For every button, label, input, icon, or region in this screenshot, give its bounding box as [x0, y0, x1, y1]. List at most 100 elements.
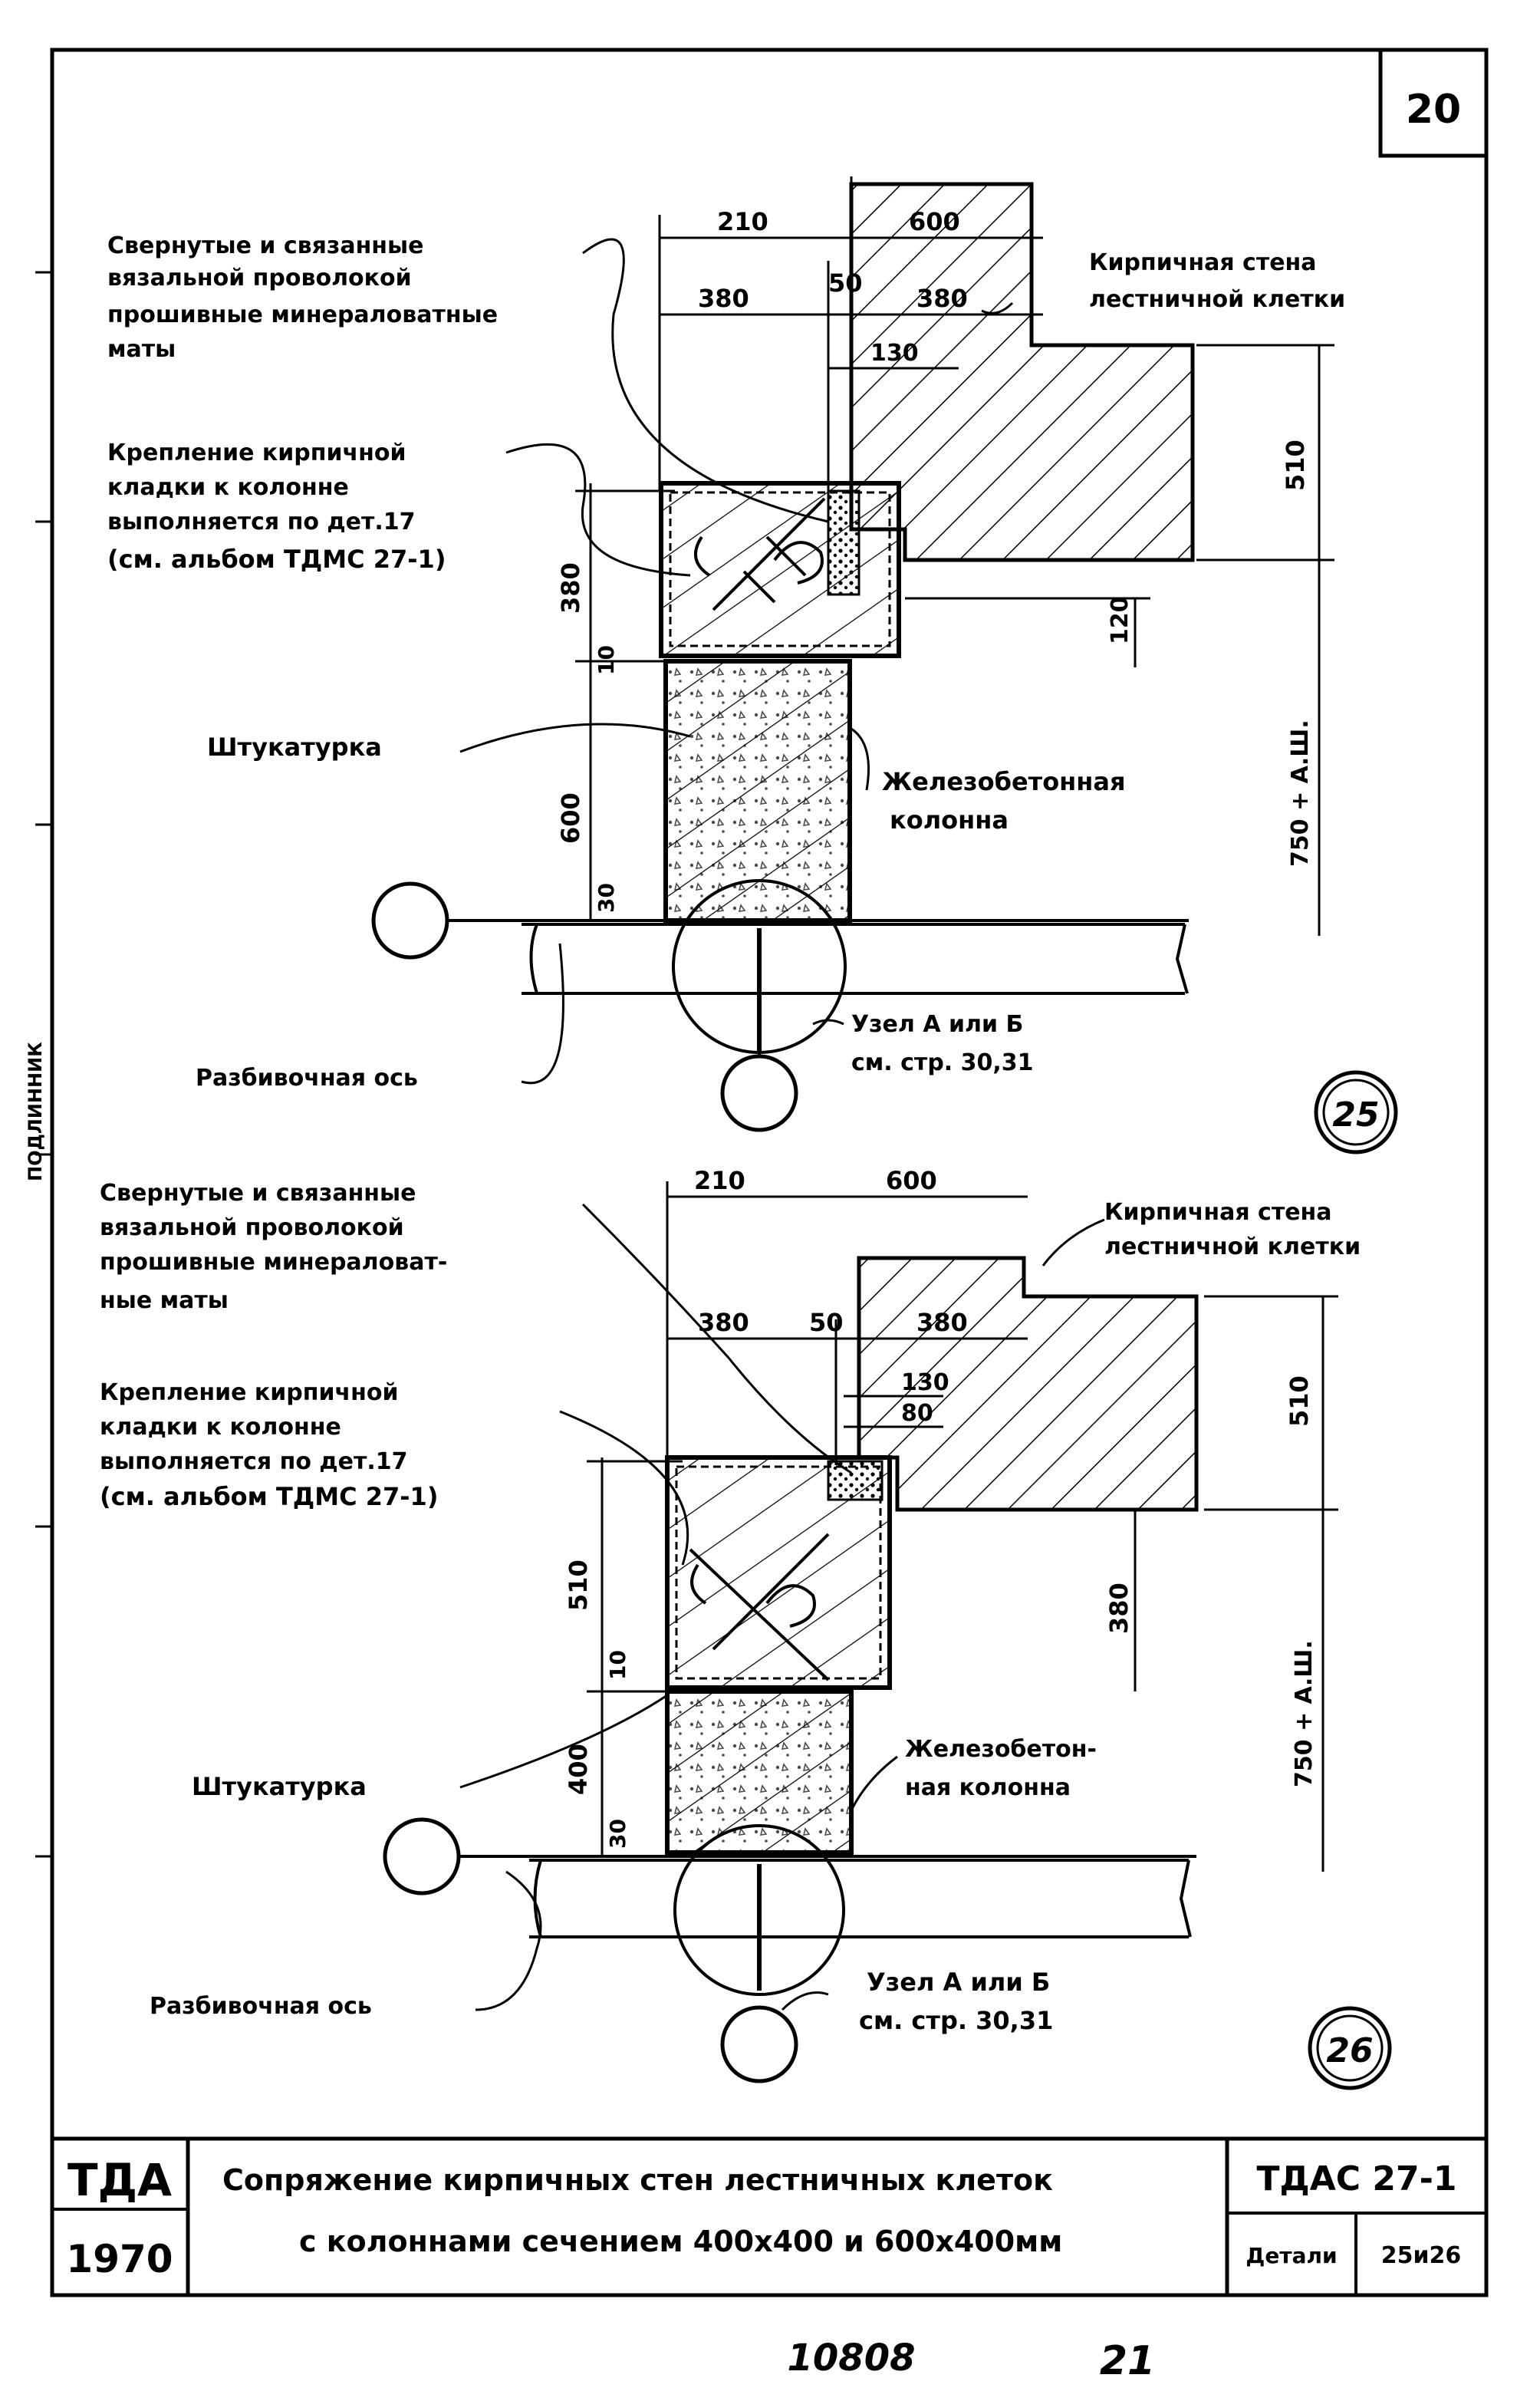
bottom-page-number: 21	[1100, 2338, 1155, 2384]
note-anchor-line1: Крепление кирпичной	[107, 440, 406, 466]
dim-380a: 380	[698, 284, 749, 313]
note-mats-line3: прошивные минераловат-	[100, 1249, 447, 1276]
note-node: Узел А или Б см. стр. 30,31	[859, 1968, 1053, 2035]
note-anchor-line4: (см. альбом ТДМС 27-1)	[107, 545, 446, 574]
dim-750: 750 + А.Ш.	[1291, 1640, 1318, 1787]
dimension-lines	[587, 1181, 1338, 1872]
note-mats: Свернутые и связанные вязальной проволок…	[100, 1180, 447, 1314]
note-wall-line2: лестничной клетки	[1089, 286, 1345, 313]
dim-130: 130	[870, 340, 919, 367]
dim-600v: 600	[556, 792, 585, 844]
dim-510: 510	[1285, 1375, 1314, 1427]
note-anchor-line2: кладки к колонне	[107, 474, 349, 501]
dim-600: 600	[886, 1166, 937, 1195]
leaders	[459, 238, 1014, 1085]
detail-number: 25	[1332, 1095, 1379, 1135]
note-mats-line4: маты	[107, 336, 176, 363]
note-wall-line2: лестничной клетки	[1104, 1233, 1361, 1260]
column-upper	[665, 1455, 892, 1690]
page-number: 20	[1406, 87, 1461, 133]
note-column-line1: Железобетонная	[882, 767, 1126, 796]
title-line2: с колоннами сечением 400х400 и 600х400мм	[299, 2225, 1062, 2258]
note-wall-line1: Кирпичная стена	[1089, 249, 1317, 276]
note-node-line2: см. стр. 30,31	[859, 2006, 1053, 2035]
axis-marker-left	[383, 1817, 461, 1895]
dim-50: 50	[828, 268, 863, 298]
note-node: Узел А или Б см. стр. 30,31	[851, 1011, 1034, 1076]
dim-750: 750 + А.Ш.	[1287, 720, 1314, 867]
dim-600: 600	[909, 207, 960, 236]
note-node-line2: см. стр. 30,31	[851, 1049, 1034, 1076]
dim-80: 80	[901, 1400, 933, 1427]
note-anchor: Крепление кирпичной кладки к колонне вып…	[107, 440, 446, 574]
dim-380r: 380	[1104, 1583, 1134, 1634]
note-node-line1: Узел А или Б	[867, 1968, 1050, 1997]
detail-number-ring	[1314, 1070, 1398, 1154]
node-circle	[673, 1824, 845, 1996]
axis-marker-bottom	[720, 2005, 798, 2083]
title-block: ТДА 1970 Сопряжение кирпичных стен лестн…	[52, 2136, 1486, 2295]
dim-10: 10	[594, 645, 619, 675]
floor-slab	[529, 1859, 1192, 1938]
note-mats-line2: вязальной проволокой	[107, 265, 412, 291]
note-anchor-line3: выполняется по дет.17	[107, 509, 416, 535]
dim-380v: 380	[556, 562, 585, 614]
detail-numbers: 25и26	[1381, 2242, 1462, 2269]
note-anchor-line2: кладки к колонне	[100, 1414, 341, 1441]
note-anchor: Крепление кирпичной кладки к колонне вып…	[100, 1379, 438, 1511]
dim-510: 510	[1281, 440, 1310, 491]
note-anchor-line3: выполняется по дет.17	[100, 1448, 408, 1475]
axis-marker-bottom	[720, 1054, 798, 1132]
axis-marker-left	[371, 881, 449, 960]
dim-510v: 510	[564, 1559, 593, 1611]
detail-26: 26 210 600 380 50 380 130 80 510 380 510…	[100, 1166, 1392, 2090]
detail-25: 25 210 600 380 50 380 130 510 120 380 10…	[107, 176, 1398, 1154]
note-wall-line1: Кирпичная стена	[1104, 1199, 1332, 1226]
dim-210: 210	[717, 207, 768, 236]
title-line1: Сопряжение кирпичных стен лестничных кле…	[222, 2163, 1053, 2197]
dim-50: 50	[809, 1308, 844, 1337]
leaders	[459, 1203, 1105, 2011]
org: ТДА	[67, 2154, 172, 2206]
brick-wall	[849, 182, 1195, 562]
note-column-line2: колонна	[890, 805, 1009, 835]
dim-210: 210	[694, 1166, 745, 1195]
note-mats-line2: вязальной проволокой	[100, 1214, 404, 1241]
dimension-lines	[575, 176, 1334, 936]
note-wall: Кирпичная стена лестничной клетки	[1089, 249, 1345, 313]
dim-30: 30	[605, 1819, 630, 1849]
note-axis: Разбивочная ось	[196, 1065, 418, 1092]
note-mats-line1: Свернутые и связанные	[107, 232, 424, 259]
detail-number: 26	[1326, 2031, 1373, 2070]
note-mats-line3: прошивные минераловатные	[107, 301, 498, 328]
page-number-box	[1378, 48, 1489, 158]
margin-stamp: ПОДЛИННИК	[25, 1042, 46, 1181]
note-anchor-line4: (см. альбом ТДМС 27-1)	[100, 1482, 438, 1511]
note-mats-line1: Свернутые и связанные	[100, 1180, 416, 1207]
note-plaster: Штукатурка	[192, 1772, 367, 1801]
note-column-line2: ная колонна	[905, 1774, 1071, 1801]
note-node-line1: Узел А или Б	[851, 1011, 1023, 1038]
frame-ticks	[35, 271, 54, 1858]
sheet-kind: Детали	[1245, 2243, 1337, 2268]
note-wall: Кирпичная стена лестничной клетки	[1104, 1199, 1361, 1260]
note-mats: Свернутые и связанные вязальной проволок…	[107, 232, 498, 363]
note-column-line1: Железобетон-	[905, 1736, 1097, 1763]
note-mats-line4: ные маты	[100, 1287, 229, 1314]
anchor-symbol	[689, 1533, 830, 1681]
dim-400: 400	[564, 1744, 593, 1795]
inventory-number: 10808	[788, 2337, 916, 2380]
sheet-frame	[50, 48, 1489, 2297]
dim-130: 130	[901, 1369, 949, 1396]
note-plaster: Штукатурка	[207, 733, 382, 762]
note-anchor-line1: Крепление кирпичной	[100, 1379, 399, 1406]
detail-number-ring	[1308, 2006, 1392, 2090]
note-axis: Разбивочная ось	[150, 1993, 372, 2020]
dim-30: 30	[594, 883, 619, 913]
dim-380b: 380	[916, 284, 968, 313]
dim-10: 10	[605, 1650, 630, 1680]
album-code: ТДАС 27-1	[1257, 2159, 1457, 2198]
note-column: Железобетон- ная колонна	[905, 1736, 1097, 1801]
year: 1970	[66, 2237, 173, 2281]
